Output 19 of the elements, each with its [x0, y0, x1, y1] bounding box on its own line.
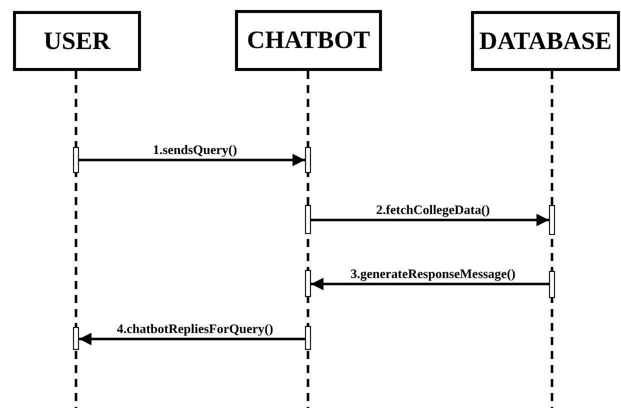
activation-bar: [73, 327, 79, 350]
edge-label: 2.fetchCollegeData(): [375, 202, 491, 217]
activation-bar: [549, 205, 555, 235]
participant-box: USER: [13, 11, 141, 71]
message-arrow: [79, 332, 305, 346]
message-arrow: [311, 278, 549, 290]
activation-bar: [305, 326, 311, 350]
edge-label: 3.generateResponseMessage(): [350, 266, 516, 281]
activation-bar: [73, 147, 79, 173]
activation-bar: [305, 147, 311, 173]
message-arrow: [311, 214, 549, 226]
participant-box: DATABASE: [471, 11, 620, 71]
participant-box: CHATBOT: [235, 10, 382, 71]
activation-bar: [549, 271, 555, 298]
edge-label: 4.chatbotRepliesForQuery(): [116, 321, 274, 336]
activation-bar: [305, 270, 311, 297]
message-arrow: [79, 154, 305, 166]
activation-bar: [305, 205, 311, 234]
edge-label: 1.sendsQuery(): [152, 142, 238, 157]
